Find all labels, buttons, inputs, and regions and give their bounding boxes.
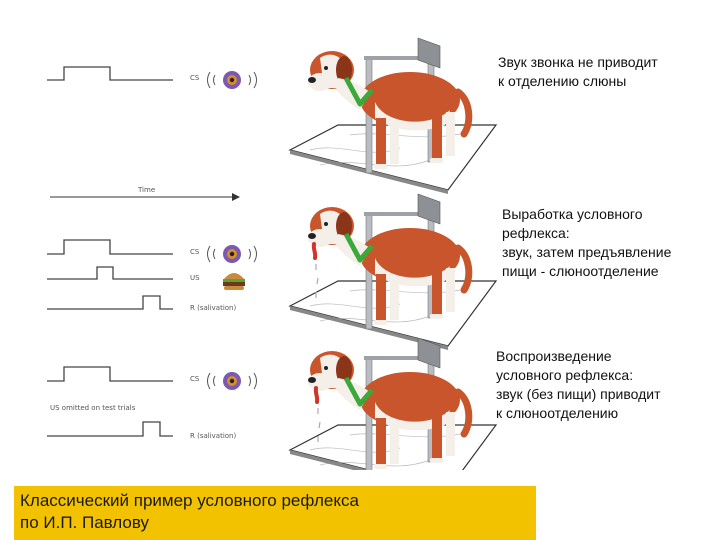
timeline-diagrams: CS Time CS US R (salivation) CS US omitt… [47, 66, 257, 440]
panel3-description: Воспроизведение условного рефлекса: звук… [496, 347, 661, 423]
cs-label: CS [190, 248, 200, 256]
dog-scene-panel3 [290, 338, 496, 470]
caption-line: Классический пример условного рефлекса [20, 491, 359, 510]
panel1-line: Звук звонка не приводит [498, 54, 658, 70]
time-label: Time [137, 186, 155, 194]
panel1-description: Звук звонка не приводит к отделению слюн… [498, 53, 658, 91]
panel2-line: рефлекса: [502, 225, 570, 241]
food-icon [223, 273, 245, 290]
r-label: R (salivation) [190, 304, 236, 312]
panel1-timeline: CS [47, 66, 200, 82]
time-axis: Time [50, 186, 240, 201]
panel3-line: Воспроизведение [496, 348, 612, 364]
us-label: US [190, 274, 200, 282]
panel2-line: Выработка условного [502, 206, 643, 222]
dog-scene-panel2 [290, 194, 496, 350]
r-signal-trace [47, 421, 173, 437]
bell-sound-icon [207, 372, 257, 390]
panel3-line: условного рефлекса: [496, 367, 634, 383]
dog-illustrations [280, 0, 510, 470]
panel1-line: к отделению слюны [498, 73, 627, 89]
caption-box [14, 486, 536, 540]
cs-signal-trace [47, 66, 173, 81]
cs-signal-trace [47, 239, 173, 255]
panel3-line: к слюноотделению [496, 405, 619, 421]
caption-title: Классический пример условного рефлекса п… [20, 490, 520, 534]
panel2-line: звук, затем предъявление [502, 244, 672, 260]
arrowhead-icon [232, 193, 240, 201]
us-omitted-label: US omitted on test trials [50, 404, 136, 412]
cs-label: CS [190, 74, 200, 82]
caption-line: по И.П. Павлову [20, 513, 150, 532]
panel2-description: Выработка условного рефлекса: звук, зате… [502, 205, 671, 281]
r-signal-trace [47, 295, 173, 310]
us-signal-trace [47, 266, 173, 280]
panel3-line: звук (без пищи) приводит [496, 386, 661, 402]
dog-scene-panel1 [290, 38, 496, 194]
panel2-timeline: CS US R (salivation) [47, 239, 236, 312]
saliva-drops [311, 242, 318, 260]
panel2-line: пищи - слюноотделение [502, 263, 659, 279]
cs-signal-trace [47, 366, 173, 382]
cs-label: CS [190, 375, 200, 383]
saliva-drops [313, 386, 320, 404]
panel3-timeline: CS US omitted on test trials R (salivati… [47, 366, 236, 440]
r-label: R (salivation) [190, 432, 236, 440]
bell-sound-icon [207, 245, 257, 263]
bell-sound-icon [207, 71, 257, 89]
